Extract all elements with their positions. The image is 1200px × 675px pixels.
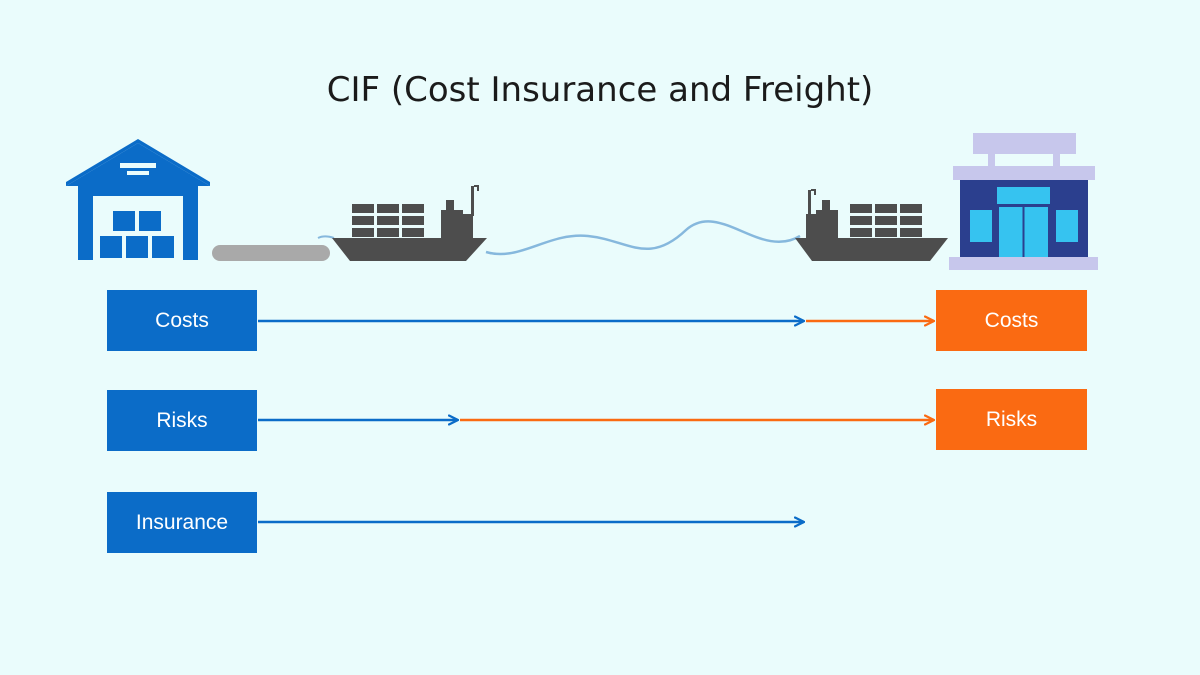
cargo-ship-icon <box>332 185 487 261</box>
road-segment <box>212 245 330 261</box>
store-icon <box>949 133 1098 270</box>
costs-seller-label: Costs <box>155 309 209 332</box>
road-sea-link <box>317 235 335 239</box>
risks-seller-label: Risks <box>156 409 207 432</box>
costs-buyer-label: Costs <box>985 309 1039 332</box>
page-title: CIF (Cost Insurance and Freight) <box>327 70 874 110</box>
risks-buyer-label: Risks <box>986 408 1037 431</box>
insurance-seller-box: Insurance <box>107 492 257 553</box>
costs-seller-box: Costs <box>107 290 257 351</box>
risks-buyer-box: Risks <box>936 389 1087 450</box>
risks-seller-box: Risks <box>107 390 257 451</box>
sea-route-line <box>485 220 801 256</box>
cargo-ship-icon <box>795 189 948 261</box>
costs-buyer-box: Costs <box>936 290 1087 351</box>
insurance-seller-label: Insurance <box>136 511 228 534</box>
warehouse-icon <box>66 139 210 260</box>
